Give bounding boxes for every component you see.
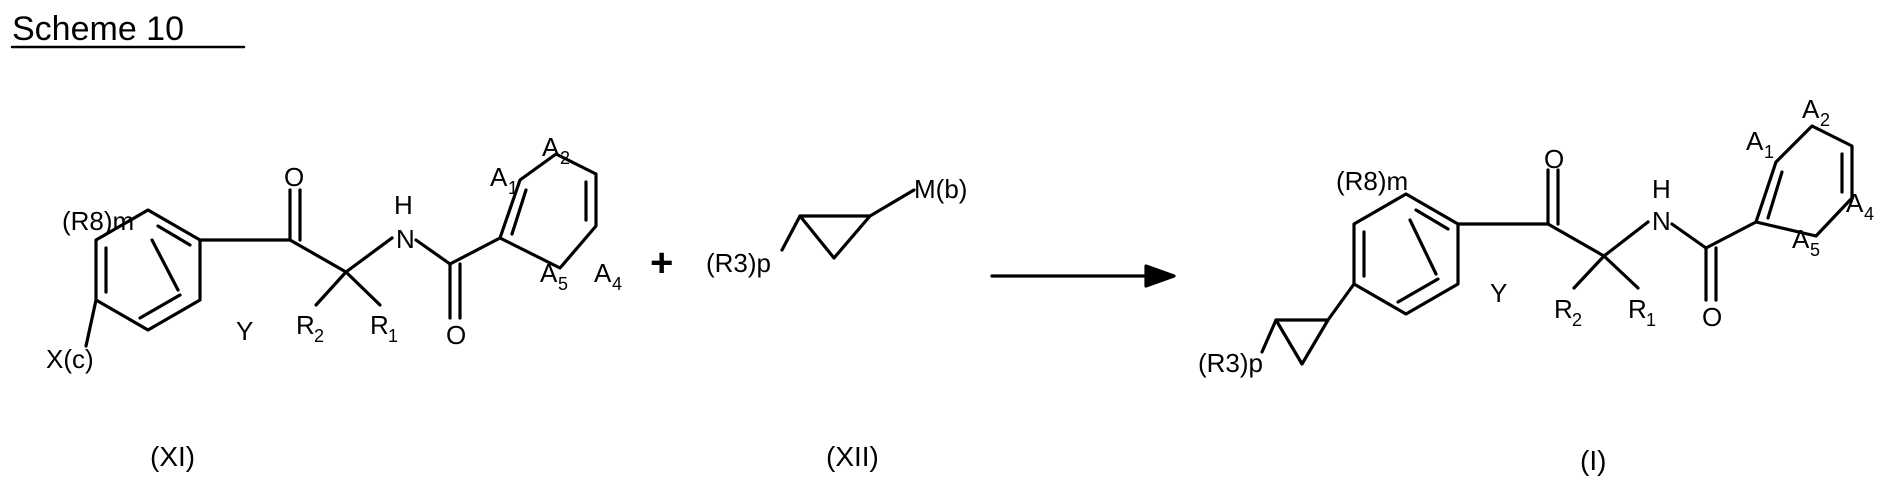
xi-a2-label: A [542, 132, 560, 162]
i-o-top-label: O [1544, 144, 1564, 174]
compound-xii: M(b) (R3)p (XII) [706, 174, 967, 472]
i-r1-label: R [1628, 294, 1647, 324]
xi-r1-sub: 1 [388, 326, 398, 346]
i-a1-sub: 1 [1764, 142, 1774, 162]
i-a2-sub: 2 [1820, 110, 1830, 130]
i-a4-sub: 4 [1864, 204, 1874, 224]
i-a4-label: A [1846, 188, 1864, 218]
xi-r2-label: R [296, 310, 315, 340]
i-a2-label: A [1802, 94, 1820, 124]
xi-bond-carbonyl-calpha [290, 240, 346, 272]
i-cyclopropane-ring [1276, 320, 1328, 364]
i-bond-calpha-n [1604, 222, 1648, 256]
i-r2-label: R [1554, 294, 1573, 324]
xi-o-top-label: O [284, 162, 304, 192]
xi-a5-sub: 5 [558, 274, 568, 294]
i-ring-double-bond-1 [1416, 210, 1448, 229]
i-a5-sub: 5 [1810, 240, 1820, 260]
xi-r2-sub: 2 [314, 326, 324, 346]
xi-a1-sub: 1 [508, 178, 518, 198]
xii-mb-bond [870, 190, 914, 216]
i-r1-sub: 1 [1646, 310, 1656, 330]
xi-xc-label: X(c) [46, 344, 94, 374]
compound-i: (R8)m (R3)p Y O H N O R 2 R 1 A 1 A 2 A … [1198, 94, 1874, 476]
xi-a5-label: A [540, 258, 558, 288]
xi-ring-double-bond-1 [158, 226, 190, 245]
i-n-label: N [1652, 206, 1671, 236]
i-compound-label: (I) [1580, 445, 1606, 476]
i-bond-calpha-r2 [1574, 256, 1604, 288]
xii-r3-label: (R3)p [706, 248, 771, 278]
xi-a4-label: A [594, 258, 612, 288]
reaction-arrow-head [1146, 266, 1174, 286]
xi-r8-label: (R8)m [62, 206, 134, 236]
xi-y-label: Y [236, 316, 253, 346]
plus-sign: + [650, 241, 673, 285]
xi-bond-calpha-r2 [316, 272, 346, 305]
xi-a4-sub: 4 [612, 274, 622, 294]
xi-bond-n-amide [416, 240, 450, 264]
i-r8-label: (R8)m [1336, 166, 1408, 196]
scheme-title: Scheme 10 [12, 10, 184, 48]
i-bond-amide-ring [1706, 222, 1756, 248]
compound-xi: (R8)m X(c) Y O H N O R 2 R 1 A 1 A 2 A 4… [46, 132, 622, 472]
i-a1-label: A [1746, 126, 1764, 156]
i-r2-sub: 2 [1572, 310, 1582, 330]
xii-compound-label: (XII) [826, 441, 879, 472]
xii-mb-label: M(b) [914, 174, 967, 204]
xi-bond-calpha-r1 [346, 272, 380, 305]
reaction-arrow [992, 266, 1174, 286]
xi-nh-label: H [394, 190, 413, 220]
i-cyclopropyl-bond [1328, 284, 1354, 320]
xi-o-bottom-label: O [446, 320, 466, 350]
i-o-bottom-label: O [1702, 302, 1722, 332]
xii-r3-bond [782, 216, 800, 250]
xi-n-label: N [396, 224, 415, 254]
xi-xc-bond [86, 300, 96, 346]
i-r3-bond [1262, 320, 1276, 352]
i-bond-n-amide [1672, 224, 1706, 248]
xi-r1-label: R [370, 310, 389, 340]
i-y-label: Y [1490, 278, 1507, 308]
xi-bond-amide-ring [450, 238, 500, 264]
i-a5-label: A [1792, 224, 1810, 254]
xi-heteroaryl-ring [500, 154, 596, 268]
xii-cyclopropane-ring [800, 216, 870, 258]
xi-compound-label: (XI) [150, 441, 195, 472]
i-bond-carbonyl-calpha [1548, 224, 1604, 256]
xi-r8-bond [152, 240, 178, 290]
xi-bond-calpha-n [346, 238, 392, 272]
xi-a1-label: A [490, 162, 508, 192]
i-r3-label: (R3)p [1198, 348, 1263, 378]
i-nh-label: H [1652, 174, 1671, 204]
i-bond-calpha-r1 [1604, 256, 1638, 288]
xi-a2-sub: 2 [560, 148, 570, 168]
i-r8-bond [1410, 220, 1436, 274]
